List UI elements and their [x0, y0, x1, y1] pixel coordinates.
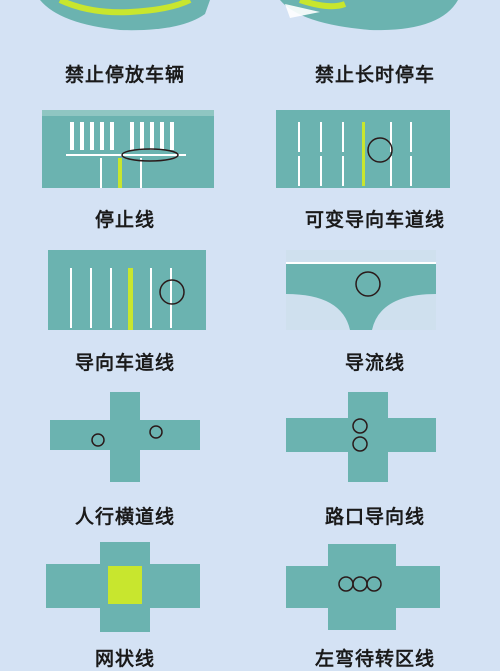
left-turn-waiting-zone-icon: [286, 544, 440, 630]
label-left-turn-waiting: 左弯待转区线: [314, 648, 435, 670]
marking-card-left-turn-waiting: 左弯待转区线: [250, 540, 500, 670]
marking-card-grid-marking: 网状线: [0, 540, 250, 670]
grid-marking-icon: [46, 542, 200, 632]
label-grid-marking: 网状线: [94, 648, 155, 670]
diversion-line-icon: [286, 250, 436, 330]
label-diversion-line: 导流线: [344, 352, 405, 374]
marking-card-variable-guide-lane: 可变导向车道线: [250, 108, 500, 233]
marking-card-intersection-guide-line: 路口导向线: [250, 392, 500, 528]
guide-lane-line-icon: [48, 250, 206, 330]
label-guide-lane-line: 导向车道线: [74, 352, 175, 374]
label-crosswalk-line: 人行横道线: [74, 506, 175, 528]
label-stop-line: 停止线: [94, 209, 155, 231]
marking-card-stop-line: 停止线: [0, 108, 250, 233]
marking-card-no-long-stop: 禁止长时停车: [250, 0, 500, 90]
label-no-long-stop: 禁止长时停车: [314, 64, 435, 86]
no-parking-marking-icon: [40, 0, 210, 31]
marking-card-guide-lane-line: 导向车道线: [0, 248, 250, 378]
crosswalk-line-icon: [50, 392, 200, 482]
variable-guide-lane-icon: [276, 110, 450, 188]
marking-card-no-parking: 禁止停放车辆: [0, 0, 250, 90]
label-variable-guide-lane: 可变导向车道线: [304, 209, 445, 231]
label-no-parking: 禁止停放车辆: [64, 64, 185, 86]
label-intersection-guide-line: 路口导向线: [324, 506, 425, 528]
intersection-guide-line-icon: [286, 392, 436, 482]
marking-card-diversion-line: 导流线: [250, 248, 500, 378]
marking-card-crosswalk-line: 人行横道线: [0, 392, 250, 528]
no-long-stop-marking-icon: [280, 0, 458, 31]
stop-line-icon: [42, 110, 214, 188]
